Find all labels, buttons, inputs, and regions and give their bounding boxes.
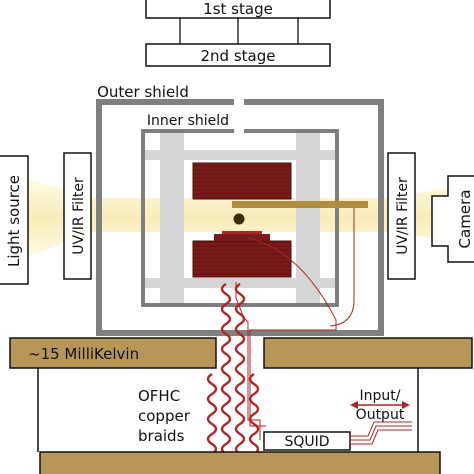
brass-arm — [232, 201, 368, 208]
squid-label: SQUID — [284, 434, 329, 450]
filter-left-box — [63, 152, 92, 280]
braids-label-3: braids — [138, 427, 185, 445]
braid-outer-left — [206, 372, 218, 456]
signal-wire-1 — [235, 282, 261, 440]
stage2-label: 2nd stage — [201, 47, 276, 65]
disk-top — [222, 231, 262, 234]
stage-connectors — [179, 18, 299, 44]
io-label-2: Output — [356, 407, 405, 423]
io-arrow-left-head — [350, 401, 358, 409]
stage1-label: 1st stage — [203, 0, 273, 18]
lower-coil — [192, 240, 292, 278]
signal-wire-2 — [247, 237, 337, 427]
light-source-box — [0, 155, 29, 285]
filter-right-box — [387, 152, 416, 280]
outer-shield-label: Outer shield — [97, 83, 189, 101]
squid-box — [263, 431, 351, 451]
support-post-left — [160, 133, 184, 303]
stage2-box — [145, 43, 331, 67]
io-wires — [350, 421, 412, 445]
millikelvin-label: ~15 MilliKelvin — [28, 345, 139, 363]
camera-body — [431, 175, 474, 263]
bottom-plate — [39, 451, 441, 474]
light-source-label: Light source — [5, 175, 23, 267]
braid-outer-right — [248, 372, 260, 456]
millikelvin-plate-left — [9, 337, 217, 369]
braids-label-2: copper — [138, 407, 191, 425]
support-bar-top — [145, 150, 335, 160]
filter-left-label: UV/IR Filter — [71, 177, 87, 255]
upper-coil — [192, 162, 292, 200]
io-label-1: Input/ — [360, 388, 401, 404]
levitation-disk — [214, 234, 270, 241]
braid-left — [220, 282, 232, 456]
signal-wire-3 — [329, 208, 355, 327]
inner-shield-label: Inner shield — [147, 113, 229, 129]
io-arrow-right-head — [402, 401, 410, 409]
trapped-particle — [233, 213, 245, 225]
millikelvin-plate-right — [263, 337, 473, 369]
camera-label: Camera — [456, 190, 474, 249]
braids-label-1: OFHC — [138, 387, 180, 405]
support-bar-bottom — [145, 278, 335, 288]
braid-right — [234, 282, 246, 456]
support-post-right — [296, 133, 320, 303]
filter-right-label: UV/IR Filter — [395, 177, 411, 255]
